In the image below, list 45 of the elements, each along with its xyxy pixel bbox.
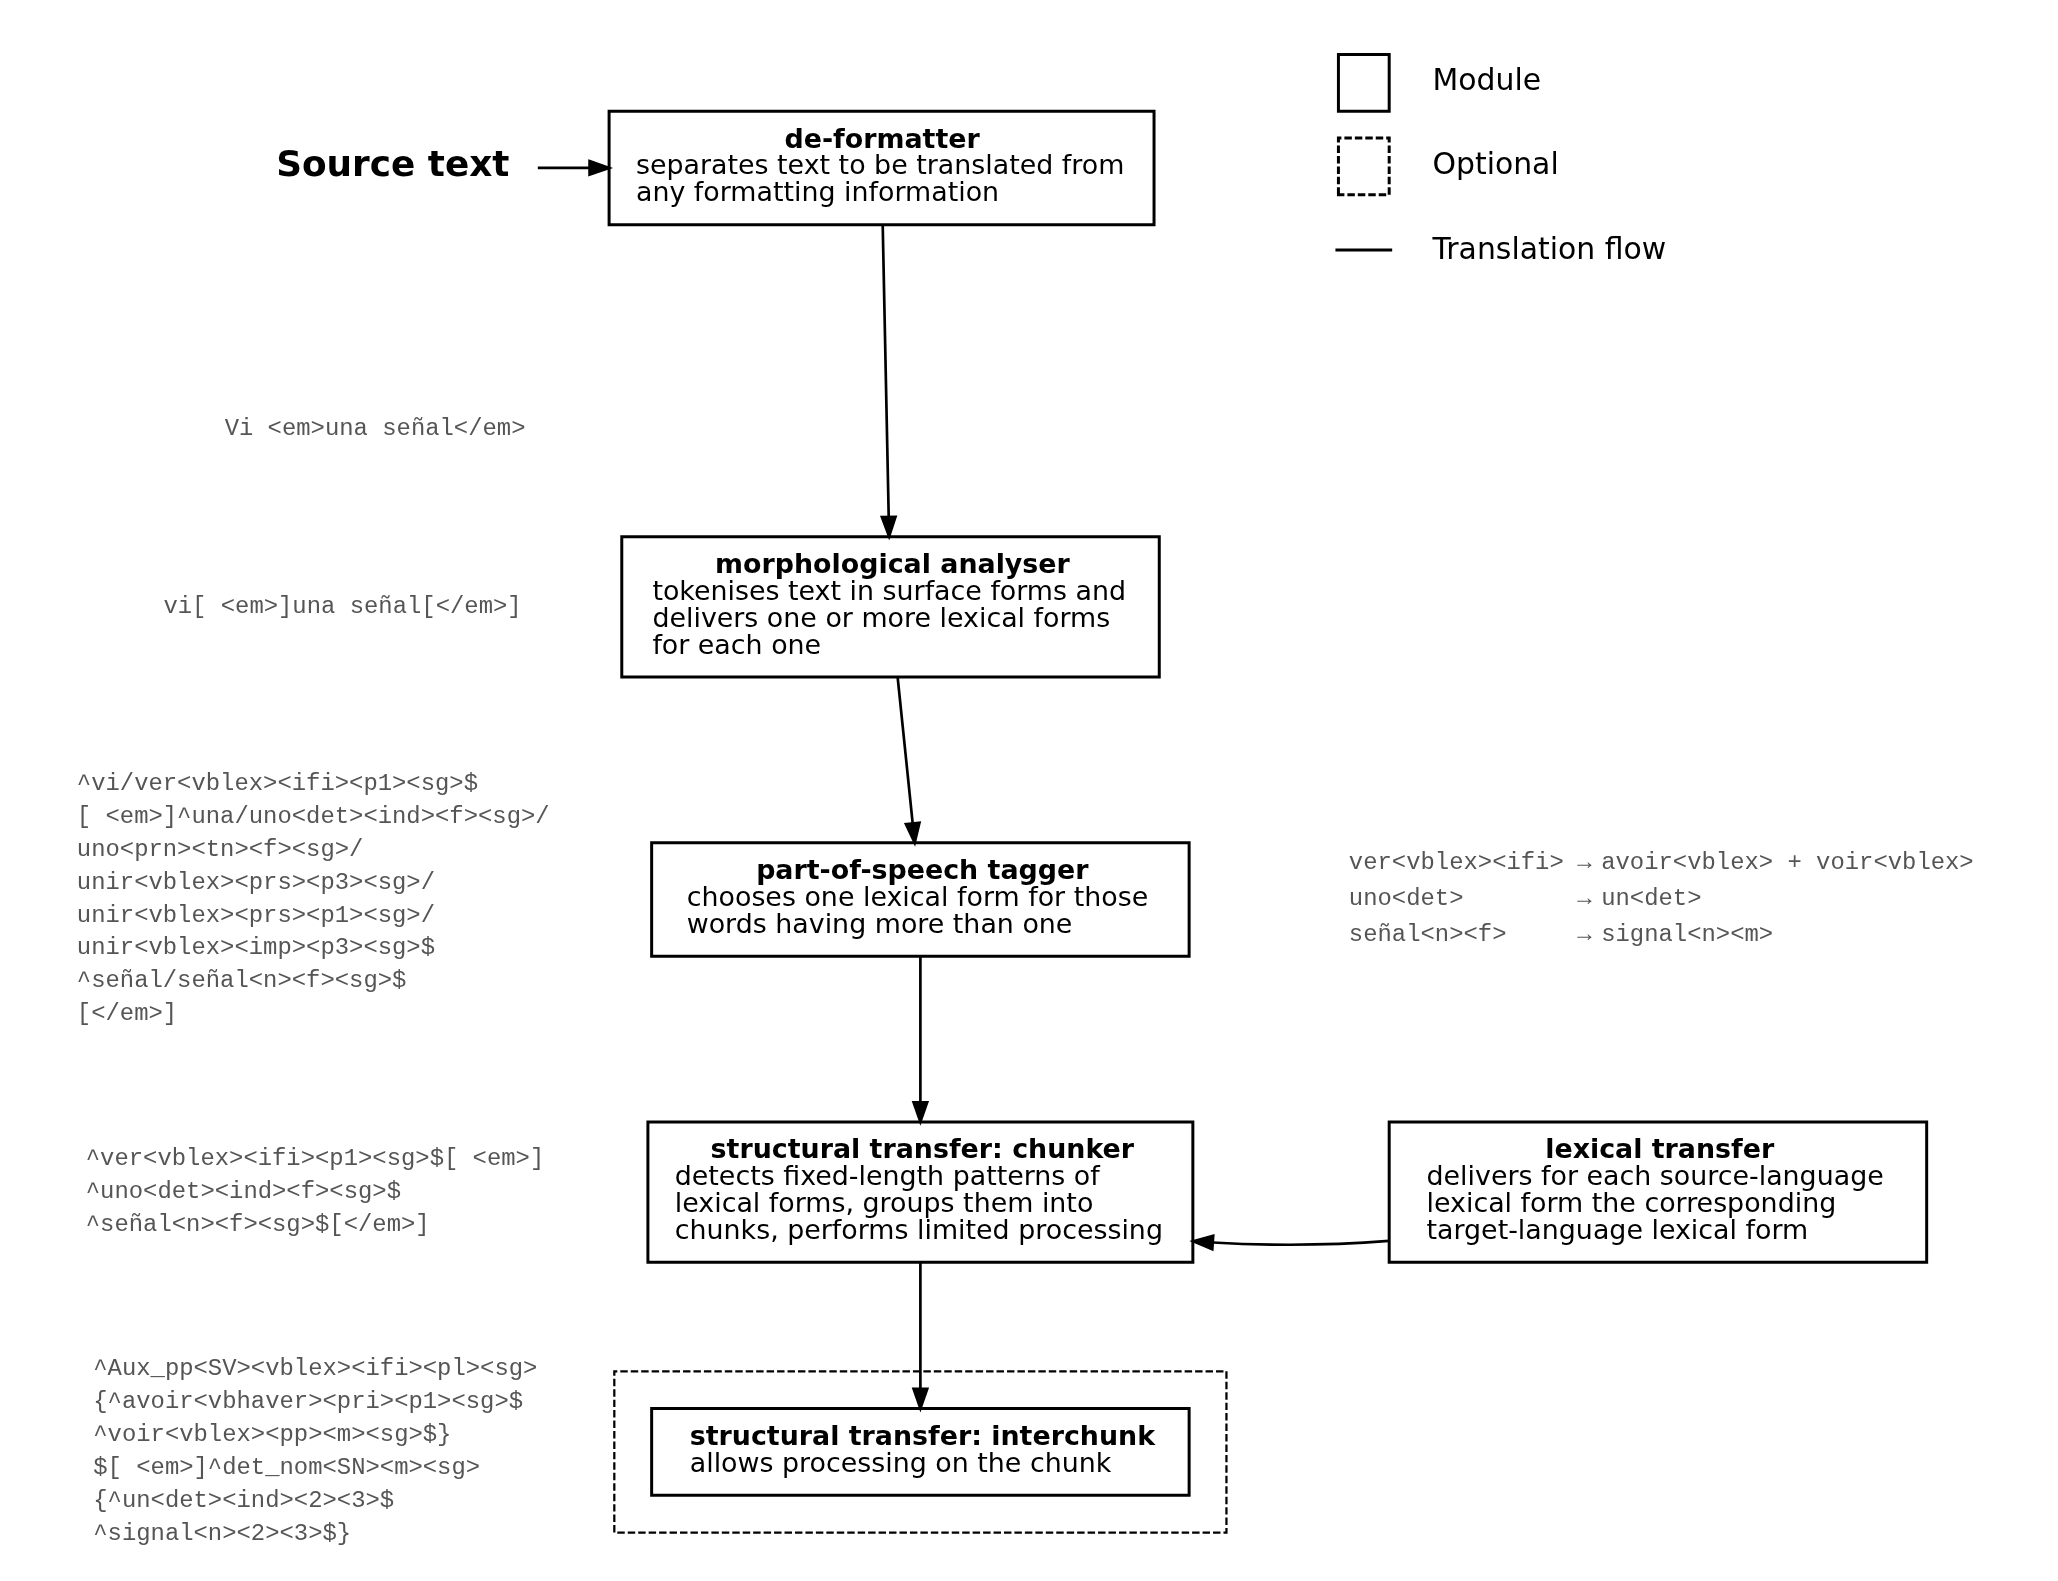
node-box: morphological analyser tokenises text in surface forms and delivers one or more lexical forms for each one	[620, 535, 1161, 679]
label: un<det>	[1601, 885, 1702, 913]
arrow	[1189, 1233, 1389, 1252]
legend-label: Translation flow	[1432, 230, 1667, 266]
label: uno<det>	[1348, 885, 1464, 913]
label: avoir<vblex> + voir<vblex>	[1601, 849, 1974, 877]
legend-label: Module	[1432, 62, 1542, 98]
node-text: Source text	[276, 142, 510, 184]
label: ^señal/señal<n><f><sg>$	[76, 967, 407, 995]
label: vi[ <em>]una señal[</em>]	[163, 592, 522, 620]
arrow	[911, 956, 930, 1126]
label: signal<n><m>	[1601, 921, 1774, 948]
label: uno<prn><tn><f><sg>/	[76, 835, 364, 863]
node-box: structural transfer: interchunk allows processing on the chunk	[650, 1407, 1191, 1497]
label: ver<vblex><ifi>	[1348, 849, 1564, 877]
label: unir<vblex><prs><p3><sg>/	[76, 868, 436, 896]
label: ^ver<vblex><ifi><p1><sg>$[ <em>]	[85, 1144, 545, 1172]
label: ^uno<det><ind><f><sg>$	[85, 1177, 401, 1205]
arrow	[896, 677, 922, 847]
label: →	[1577, 885, 1592, 913]
label: [ <em>]^una/uno<det><ind><f><sg>/	[76, 803, 550, 831]
label: ^voir<vblex><pp><m><sg>$}	[93, 1421, 452, 1449]
label: →	[1577, 849, 1592, 877]
label: ^señal<n><f><sg>$[</em>]	[85, 1210, 430, 1238]
label: [</em>]	[76, 1000, 178, 1028]
label: $[ <em>]^det_nom<SN><m><sg>	[93, 1454, 481, 1481]
legend-label: Optional	[1432, 145, 1559, 181]
label: →	[1577, 921, 1592, 948]
label: unir<vblex><imp><p3><sg>$	[76, 934, 436, 962]
label: ^vi/ver<vblex><ifi><p1><sg>$	[76, 770, 478, 798]
arrow	[537, 159, 614, 177]
label: ^signal<n><2><3>$}	[93, 1519, 352, 1547]
node-box: part-of-speech tagger chooses one lexical form for those words having more than one	[650, 841, 1191, 958]
cluster	[613, 1370, 1228, 1534]
label: ^Aux_pp<SV><vblex><ifi><pl><sg>	[93, 1355, 538, 1383]
label: unir<vblex><prs><p1><sg>/	[76, 901, 436, 929]
label: Vi <em>una señal</em>	[224, 414, 526, 442]
arrow	[880, 225, 898, 541]
label: señal<n><f>	[1348, 921, 1507, 948]
node-box: de-formatter separates text to be translated from any formatting information	[607, 109, 1156, 227]
label: {^avoir<vbhaver><pri><p1><sg>$	[93, 1388, 524, 1416]
label: {^un<det><ind><2><3>$	[93, 1486, 395, 1514]
node-box: lexical transfer delivers for each source-language lexical form the corresponding target-language lexical form	[1387, 1120, 1929, 1264]
node-box: structural transfer: chunker detects fixed-length patterns of lexical forms, groups them into chunks, performs limited processing	[646, 1120, 1195, 1264]
arrow	[911, 1262, 930, 1413]
